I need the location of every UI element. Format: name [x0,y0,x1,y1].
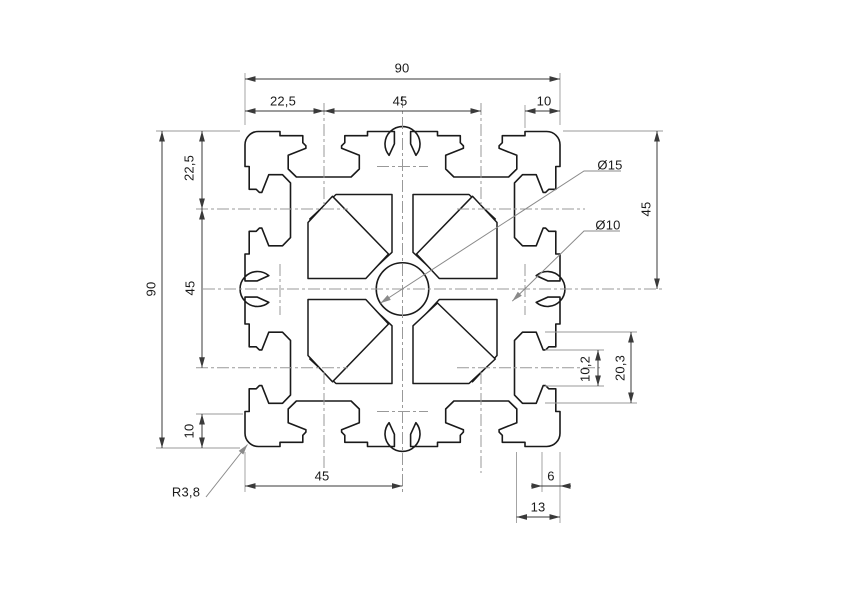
dim-top-overall: 90 [394,60,410,76]
dim-top-left: 22,5 [269,93,297,109]
dim-slot-cavity: 20,3 [612,354,628,382]
dim-slot-opening: 10,2 [577,355,593,383]
dim-top-center: 45 [392,93,408,109]
dim-corner-radius: R3,8 [171,484,201,500]
dim-left-bottom: 10 [181,423,197,439]
dim-channel-hole-diameter: Ø10 [595,217,621,233]
dim-left-overall: 90 [143,281,159,297]
dim-left-center: 45 [182,280,198,296]
dim-bottom-wall: 6 [547,468,555,484]
dim-top-right: 10 [536,93,552,109]
dim-core-hole-diameter: Ø15 [597,157,623,173]
dim-left-top: 22,5 [181,154,197,182]
dim-right-height: 45 [638,201,654,217]
dim-bottom-left: 45 [314,468,330,484]
dim-bottom-depth: 13 [530,499,546,515]
